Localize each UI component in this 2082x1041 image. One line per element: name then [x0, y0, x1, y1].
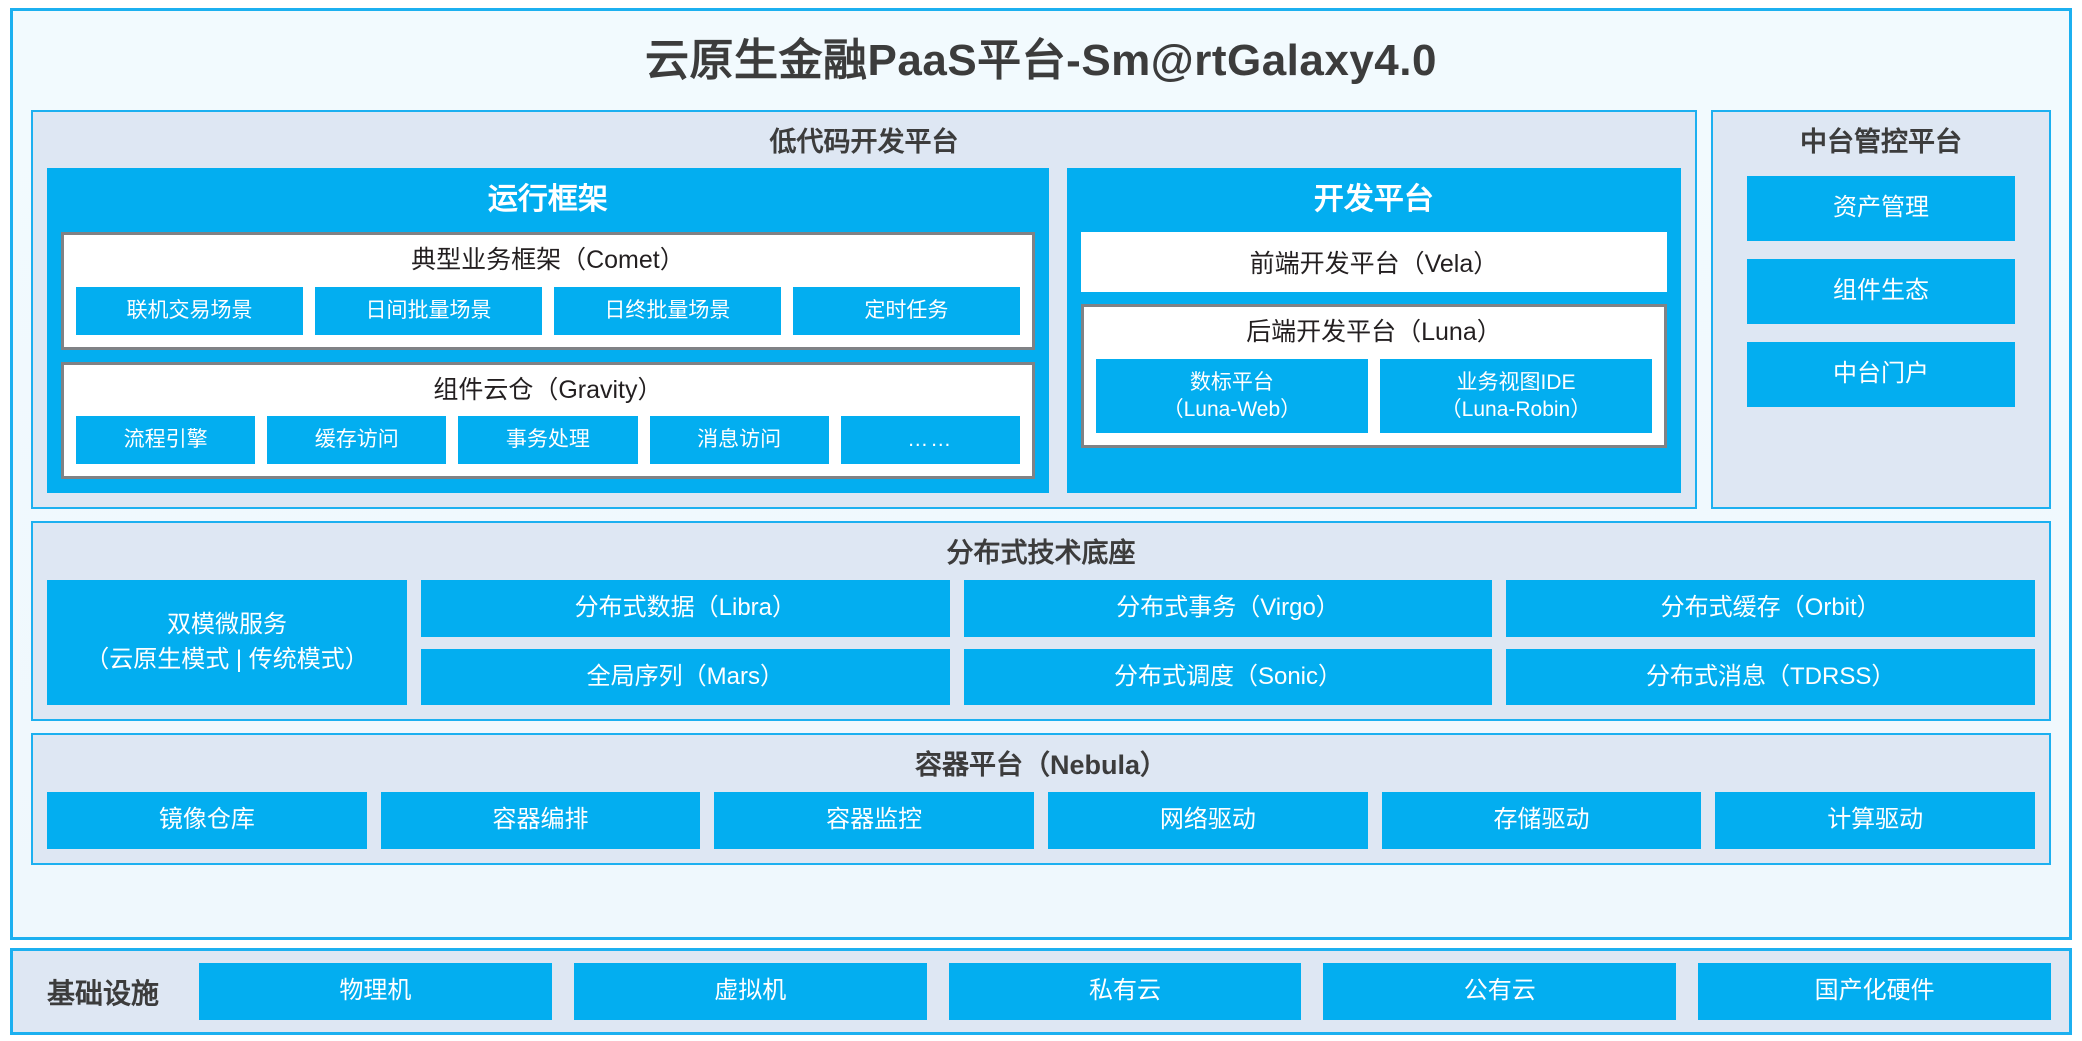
control-item-asset-management[interactable]: 资产管理 — [1747, 176, 2015, 242]
container-item-monitoring[interactable]: 容器监控 — [714, 791, 1035, 849]
base-item-mars[interactable]: 全局序列（Mars） — [421, 648, 950, 706]
luna-backend-box: 后端开发平台（Luna） 数标平台 （Luna-Web） 业务视图IDE （Lu… — [1080, 304, 1667, 449]
platform-card: 云原生金融PaaS平台-Sm@rtGalaxy4.0 低代码开发平台 运行框架 … — [10, 8, 2072, 941]
base-column-2: 分布式事务（Virgo） 分布式调度（Sonic） — [963, 579, 1493, 706]
comet-item[interactable]: 日间批量场景 — [314, 286, 542, 335]
control-item-portal[interactable]: 中台门户 — [1747, 341, 2015, 407]
comet-title: 典型业务框架（Comet） — [411, 246, 685, 275]
luna-web-item[interactable]: 数标平台 （Luna-Web） — [1095, 358, 1368, 434]
vela-frontend-box[interactable]: 前端开发平台（Vela） — [1080, 232, 1667, 293]
comet-item[interactable]: 联机交易场景 — [76, 286, 303, 335]
infrastructure-label: 基础设施 — [47, 977, 160, 1009]
container-item-orchestration[interactable]: 容器编排 — [380, 791, 701, 849]
infrastructure-item-physical-machine[interactable]: 物理机 — [199, 963, 552, 1020]
control-item-component-ecosystem[interactable]: 组件生态 — [1747, 259, 2015, 324]
lowcode-platform-title: 低代码开发平台 — [769, 127, 959, 157]
dual-mode-microservice-column: 双模微服务 （云原生模式 | 传统模式） — [47, 579, 407, 706]
infrastructure-item-private-cloud[interactable]: 私有云 — [948, 963, 1302, 1020]
gravity-item-row: 流程引擎 缓存访问 事务处理 消息访问 …… — [76, 416, 1020, 465]
page-title: 云原生金融PaaS平台-Sm@rtGalaxy4.0 — [645, 36, 1437, 85]
luna-robin-line1: 业务视图IDE — [1456, 370, 1576, 394]
base-item-orbit[interactable]: 分布式缓存（Orbit） — [1506, 579, 2036, 637]
runtime-framework-block: 运行框架 典型业务框架（Comet） 联机交易场景 日间批量场景 日终批量场景 … — [47, 168, 1049, 494]
luna-robin-line2: （Luna-Robin） — [1440, 397, 1592, 421]
lowcode-platform-panel: 低代码开发平台 运行框架 典型业务框架（Comet） 联机交易场景 日间批量场景… — [31, 110, 1697, 510]
distributed-base-panel: 分布式技术底座 双模微服务 （云原生模式 | 传统模式） 分布式数据（Libra… — [31, 521, 2051, 722]
luna-web-line2: （Luna-Web） — [1162, 397, 1302, 421]
luna-web-line1: 数标平台 — [1189, 370, 1274, 394]
gravity-item[interactable]: 流程引擎 — [76, 416, 256, 465]
infrastructure-item-public-cloud[interactable]: 公有云 — [1323, 963, 1677, 1020]
base-item-virgo[interactable]: 分布式事务（Virgo） — [963, 579, 1493, 637]
infrastructure-item-domestic-hardware[interactable]: 国产化硬件 — [1698, 963, 2051, 1020]
dual-mode-line1: 双模微服务 — [167, 610, 287, 638]
gravity-item[interactable]: 缓存访问 — [267, 416, 447, 465]
base-item-libra[interactable]: 分布式数据（Libra） — [421, 579, 950, 637]
gravity-item[interactable]: 事务处理 — [458, 416, 638, 465]
upper-region: 低代码开发平台 运行框架 典型业务框架（Comet） 联机交易场景 日间批量场景… — [31, 110, 2051, 510]
gravity-title: 组件云仓（Gravity） — [433, 375, 663, 404]
lowcode-platform-body: 运行框架 典型业务框架（Comet） 联机交易场景 日间批量场景 日终批量场景 … — [47, 168, 1681, 494]
base-item-tdrss[interactable]: 分布式消息（TDRSS） — [1506, 648, 2036, 706]
comet-item[interactable]: 定时任务 — [792, 286, 1020, 335]
container-item-compute-driver[interactable]: 计算驱动 — [1715, 791, 2036, 849]
distributed-base-title: 分布式技术底座 — [946, 538, 1136, 569]
comet-box: 典型业务框架（Comet） 联机交易场景 日间批量场景 日终批量场景 定时任务 — [61, 232, 1035, 350]
dual-mode-microservice-item[interactable]: 双模微服务 （云原生模式 | 传统模式） — [47, 579, 407, 706]
control-platform-panel: 中台管控平台 资产管理 组件生态 中台门户 — [1711, 110, 2051, 510]
gravity-box: 组件云仓（Gravity） 流程引擎 缓存访问 事务处理 消息访问 …… — [61, 361, 1035, 480]
container-platform-row: 镜像仓库 容器编排 容器监控 网络驱动 存储驱动 计算驱动 — [47, 791, 2036, 849]
base-item-sonic[interactable]: 分布式调度（Sonic） — [963, 648, 1493, 706]
container-item-storage-driver[interactable]: 存储驱动 — [1381, 791, 1702, 849]
development-platform-title: 开发平台 — [1313, 183, 1434, 217]
gravity-item[interactable]: 消息访问 — [649, 416, 829, 465]
control-platform-title: 中台管控平台 — [1800, 127, 1962, 157]
control-platform-list: 资产管理 组件生态 中台门户 — [1727, 168, 2035, 493]
dual-mode-line2: （云原生模式 | 传统模式） — [85, 645, 369, 673]
base-column-3: 分布式缓存（Orbit） 分布式消息（TDRSS） — [1506, 579, 2036, 706]
comet-item-row: 联机交易场景 日间批量场景 日终批量场景 定时任务 — [76, 286, 1020, 335]
luna-item-row: 数标平台 （Luna-Web） 业务视图IDE （Luna-Robin） — [1095, 358, 1652, 434]
container-platform-panel: 容器平台（Nebula） 镜像仓库 容器编排 容器监控 网络驱动 存储驱动 计算… — [31, 733, 2051, 865]
container-item-network-driver[interactable]: 网络驱动 — [1048, 791, 1368, 849]
distributed-base-body: 双模微服务 （云原生模式 | 传统模式） 分布式数据（Libra） 全局序列（M… — [47, 579, 2036, 706]
infrastructure-bar: 基础设施 物理机 虚拟机 私有云 公有云 国产化硬件 — [10, 948, 2072, 1035]
luna-backend-title: 后端开发平台（Luna） — [1246, 318, 1502, 347]
development-platform-block: 开发平台 前端开发平台（Vela） 后端开发平台（Luna） 数标平台 （Lun… — [1066, 168, 1681, 494]
gravity-item-more[interactable]: …… — [840, 416, 1020, 465]
container-item-image-registry[interactable]: 镜像仓库 — [47, 791, 367, 849]
base-column-1: 分布式数据（Libra） 全局序列（Mars） — [421, 579, 950, 706]
runtime-framework-title: 运行框架 — [487, 183, 608, 217]
infrastructure-item-virtual-machine[interactable]: 虚拟机 — [573, 963, 927, 1020]
luna-robin-item[interactable]: 业务视图IDE （Luna-Robin） — [1379, 358, 1652, 434]
comet-item[interactable]: 日终批量场景 — [553, 286, 781, 335]
container-platform-title: 容器平台（Nebula） — [914, 750, 1168, 781]
